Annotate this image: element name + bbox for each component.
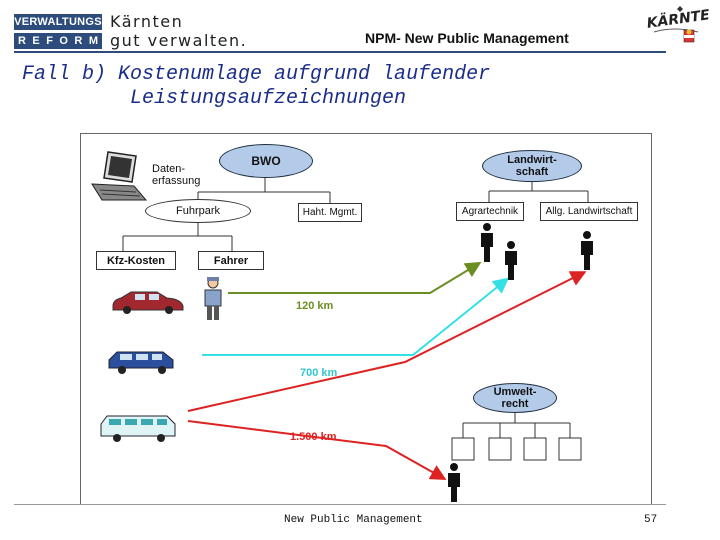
- node-umweltrecht-label: Umwelt- recht: [493, 386, 537, 410]
- header-title: NPM- New Public Management: [365, 30, 569, 46]
- logo-kaernten-text: Kärnten: [110, 12, 184, 31]
- blue-car-icon: [108, 351, 174, 374]
- logo-verwaltungs-text: VERWALTUNGS: [14, 16, 102, 28]
- computer-icon: [91, 151, 148, 201]
- logo-reform-letter: F: [46, 35, 53, 47]
- node-agrartechnik-label: Agrartechnik: [461, 206, 519, 217]
- slide-title-line1: Fall b) Kostenumlage aufgrund laufender: [22, 63, 491, 86]
- kaernten-region-logo: KÄRNTEN: [646, 5, 710, 43]
- node-allg-landwirtschaft: Allg. Landwirtschaft: [540, 202, 638, 221]
- arrow-120km: [228, 261, 482, 294]
- arrow-1500km-down: [187, 420, 447, 480]
- node-haus-mgmt-label: Haht. Mgmt.: [302, 207, 358, 218]
- footer-title: New Public Management: [284, 514, 423, 526]
- logo-verwaltungs: VERWALTUNGS: [14, 14, 102, 30]
- umweltrecht-child-boxes: [451, 437, 582, 461]
- node-kfz-kosten-label: Kfz-Kosten: [106, 254, 166, 267]
- logo-gut-verwalten-text: gut verwalten.: [110, 31, 248, 50]
- page-number: 57: [644, 514, 658, 526]
- datenerfassung-label: Daten- erfassung: [152, 163, 201, 187]
- node-haus-mgmt: Haht. Mgmt.: [298, 203, 362, 222]
- van-icon: [100, 415, 176, 442]
- label-120km: 120 km: [296, 300, 334, 312]
- node-fuhrpark: Fuhrpark: [145, 199, 251, 223]
- node-fahrer-label: Fahrer: [213, 254, 249, 267]
- header-divider: [14, 51, 666, 53]
- logo-reform-letter: R: [18, 35, 26, 47]
- node-landwirtschaft: Landwirt- schaft: [482, 150, 582, 182]
- red-car-icon: [112, 291, 184, 314]
- slide-title-line2: Leistungsaufzeichnungen: [22, 87, 407, 110]
- logo-reform-letter: O: [59, 35, 68, 47]
- arrow-700km: [202, 277, 510, 356]
- node-bwo: BWO: [219, 144, 313, 178]
- logo-reform-letter: M: [88, 35, 98, 47]
- driver-icon: [204, 277, 222, 320]
- label-700km: 700 km: [300, 367, 338, 379]
- logo-reform-letter: R: [74, 35, 83, 47]
- logo-reform: R E F O R M: [14, 33, 102, 49]
- node-fahrer: Fahrer: [198, 251, 264, 270]
- node-fuhrpark-label: Fuhrpark: [175, 205, 221, 217]
- node-umweltrecht: Umwelt- recht: [473, 383, 557, 413]
- node-agrartechnik: Agrartechnik: [456, 202, 524, 221]
- node-landwirtschaft-label: Landwirt- schaft: [507, 154, 557, 178]
- footer-divider: [14, 504, 666, 505]
- person-icon: [448, 463, 460, 502]
- label-1500km: 1.500 km: [290, 431, 337, 443]
- arrow-1500km-up: [187, 271, 587, 412]
- person-icon: [505, 241, 517, 280]
- node-allg-landwirtschaft-label: Allg. Landwirtschaft: [545, 206, 633, 217]
- person-icon: [581, 231, 593, 270]
- umweltrecht-tree-lines: [462, 410, 571, 438]
- landwirtschaft-tree-lines: [488, 180, 589, 202]
- node-kfz-kosten: Kfz-Kosten: [96, 251, 176, 270]
- bwo-tree-lines: [122, 178, 331, 251]
- node-bwo-label: BWO: [251, 154, 281, 168]
- logo-reform-letter: E: [32, 35, 40, 47]
- person-icon: [481, 223, 493, 262]
